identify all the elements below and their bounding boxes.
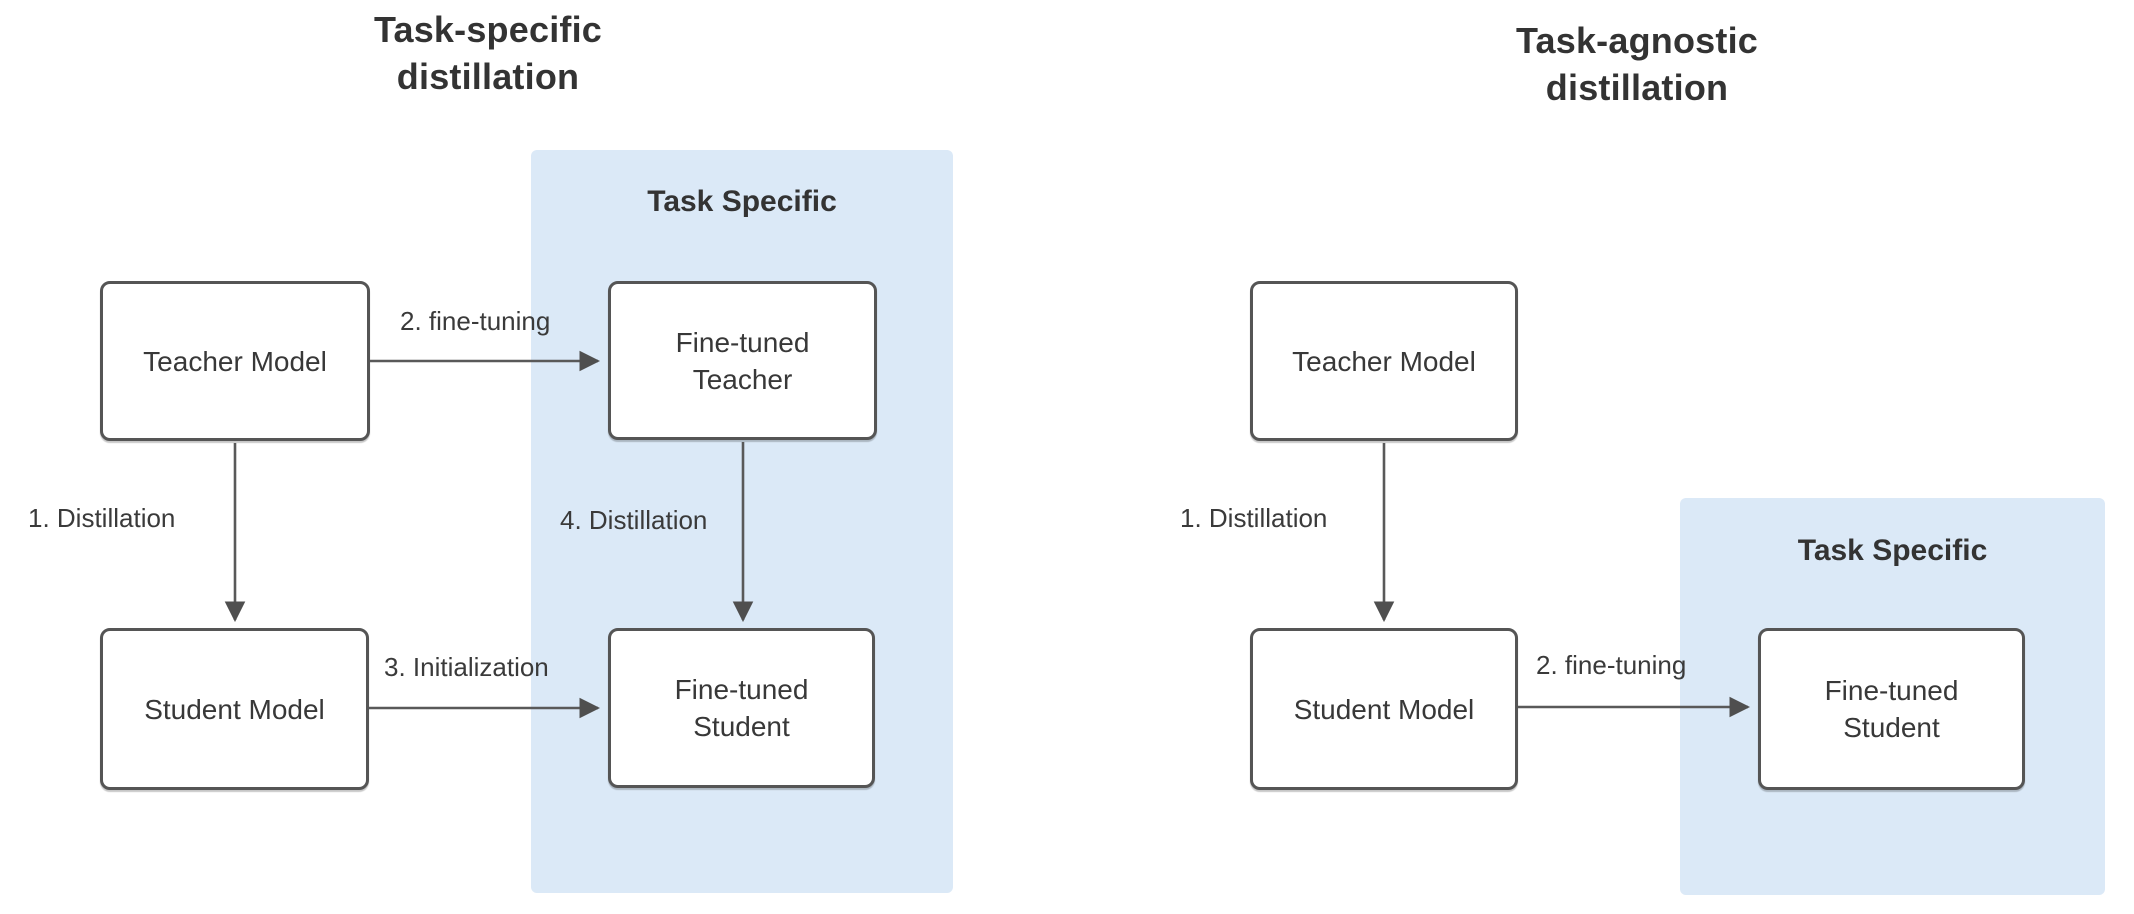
left-node-teacher-model: Teacher Model <box>100 281 370 441</box>
left-node-teacher-model-label: Teacher Model <box>143 345 327 377</box>
right-edge-label-fine-tuning-2: 2. fine-tuning <box>1536 650 1687 680</box>
left-node-student-model-label: Student Model <box>144 693 325 725</box>
left-node-fine-tuned-teacher: Fine-tuned Teacher <box>608 281 877 440</box>
left-panel-header: Task Specific <box>647 185 837 218</box>
right-task-specific-panel: Task Specific <box>1680 498 2105 895</box>
left-node-fine-tuned-student: Fine-tuned Student <box>608 628 875 788</box>
left-node-fine-tuned-teacher-label-line2: Teacher <box>692 363 793 395</box>
right-panel-header: Task Specific <box>1797 534 1988 567</box>
left-diagram-title-line2: distillation <box>396 56 580 97</box>
left-node-fine-tuned-student-label-line1: Fine-tuned <box>674 674 809 705</box>
right-node-fine-tuned-student: Fine-tuned Student <box>1758 628 2025 790</box>
left-diagram-title-line1: Task-specific <box>373 9 603 50</box>
right-diagram-title: Task-agnostic distillation <box>1387 17 1887 111</box>
right-diagram-title-line1: Task-agnostic <box>1516 20 1758 61</box>
left-edge-label-distillation-4: 4. Distillation <box>560 505 708 535</box>
left-node-fine-tuned-teacher-label-line1: Fine-tuned <box>675 326 810 358</box>
left-edge-label-distillation-1: 1. Distillation <box>28 503 176 533</box>
right-node-teacher-model: Teacher Model <box>1250 281 1518 441</box>
right-node-student-model-label: Student Model <box>1293 693 1475 725</box>
left-node-student-model: Student Model <box>100 628 369 790</box>
right-node-fine-tuned-student-label-line1: Fine-tuned <box>1824 675 1959 706</box>
right-node-teacher-model-label: Teacher Model <box>1292 345 1476 377</box>
left-edge-label-initialization-3: 3. Initialization <box>384 652 549 682</box>
right-node-student-model: Student Model <box>1250 628 1518 790</box>
left-edge-label-fine-tuning-2: 2. fine-tuning <box>400 306 551 336</box>
right-node-fine-tuned-student-label-line2: Student <box>1843 712 1940 743</box>
right-edge-label-distillation-1: 1. Distillation <box>1180 503 1328 533</box>
right-diagram-title-line2: distillation <box>1545 67 1729 108</box>
left-diagram-title: Task-specific distillation <box>238 6 738 100</box>
left-node-fine-tuned-student-label-line2: Student <box>693 711 790 742</box>
